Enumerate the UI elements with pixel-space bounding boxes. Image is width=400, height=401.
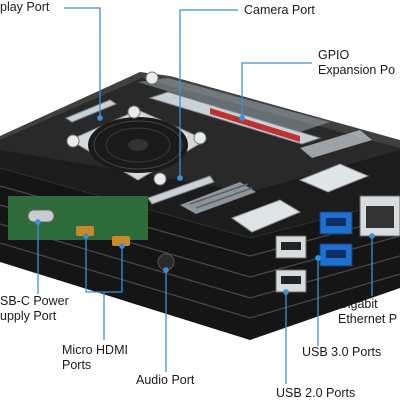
callout-camera-port — [179, 9, 238, 178]
front-ports — [8, 196, 175, 271]
cooling-fan — [66, 71, 208, 186]
camera-port-label: Camera Port — [244, 3, 315, 17]
gpio-label-line2: Expansion Po — [318, 63, 396, 77]
callout-lines — [35, 7, 375, 384]
callout-display-port — [64, 7, 101, 118]
callout-gpio — [241, 62, 312, 118]
right-ports — [275, 195, 400, 293]
micro-hdmi-label-line2: Ports — [62, 358, 92, 372]
micro-hdmi-label-line1: Micro HDMI — [62, 343, 128, 357]
usb-c-label-line2: upply Port — [0, 309, 57, 323]
ethernet-label-line2: Ethernet P — [338, 312, 398, 326]
ethernet-label-line1: Gigabit — [338, 297, 378, 311]
display-port-label: play Port — [0, 0, 50, 14]
gpio-label-line1: GPIO — [318, 48, 350, 62]
usb-c-label-line1: SB-C Power — [0, 294, 69, 308]
audio-port-label: Audio Port — [136, 373, 195, 387]
usb3-label: USB 3.0 Ports — [302, 345, 382, 359]
board-top — [180, 130, 372, 233]
usb2-label: USB 2.0 Ports — [276, 386, 356, 400]
gpio-slot — [64, 91, 322, 205]
